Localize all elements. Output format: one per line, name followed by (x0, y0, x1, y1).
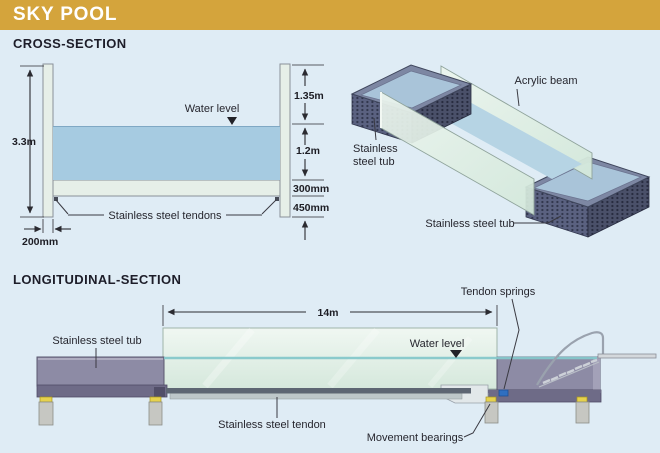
far-tub-label: Stainless steel tub (425, 218, 514, 230)
near-tub-label-line1: Stainless (353, 143, 398, 155)
near-tub-label-line2: steel tub (353, 156, 395, 168)
cross-water-level-callout: Water level (185, 103, 240, 125)
dimension-wall-width: 200mm (22, 219, 71, 248)
tendon-springs-callout: Tendon springs (461, 286, 536, 390)
dimension-right-column: 1.35m 1.2m 300mm 450mm (292, 64, 329, 240)
cross-tendons-label: Stainless steel tendons (108, 210, 222, 222)
iso-far-tub-callout: Stainless steel tub (425, 215, 562, 230)
support-pillars (38, 401, 590, 426)
dim-floor-thickness: 300mm (293, 183, 329, 195)
iso-acrylic-beam-callout: Acrylic beam (515, 75, 578, 107)
left-tub-side (36, 356, 168, 398)
water-level-marker-icon (450, 350, 462, 358)
pool-steps (538, 358, 600, 388)
steel-tendon-bar (166, 388, 471, 394)
tendon-anchors (54, 197, 279, 201)
tendon-callout: Stainless steel tendon (218, 397, 326, 431)
cross-tendons-callout: Stainless steel tendons (55, 199, 277, 222)
tub-wall-right (279, 63, 291, 218)
dim-water-depth: 1.2m (296, 145, 320, 157)
tub-floor-slab (42, 179, 291, 197)
dim-total-height: 3.3m (12, 136, 36, 148)
long-tub-label: Stainless steel tub (52, 335, 141, 347)
cross-water-level-label: Water level (185, 103, 240, 115)
isometric-view: Acrylic beam Stainless steel tub Stainle… (350, 64, 651, 238)
iso-near-tub-callout: Stainless steel tub (353, 117, 398, 168)
cross-section-diagram: CROSS-SECTION 3.3m (12, 36, 329, 248)
water-area (53, 126, 280, 180)
long-water-level-label: Water level (410, 338, 465, 350)
longitudinal-section-heading: LONGITUDINAL-SECTION (13, 272, 181, 287)
dim-span: 14m (317, 307, 338, 319)
dimension-total-height: 3.3m (12, 65, 44, 218)
dim-wall-width: 200mm (22, 236, 58, 248)
water-level-marker-icon (227, 117, 237, 125)
acrylic-panel-front (380, 91, 535, 216)
deck-edge (597, 353, 657, 359)
title-banner: SKY POOL (0, 0, 660, 30)
dim-under-depth: 450mm (293, 202, 329, 214)
tendon-assembly (154, 384, 601, 404)
handrail (536, 331, 605, 386)
left-bearing-bracket (154, 387, 165, 397)
tendon-spring-block (498, 389, 509, 397)
tendon-label: Stainless steel tendon (218, 419, 326, 431)
long-water-level-callout: Water level (410, 338, 465, 358)
acrylic-beam-label: Acrylic beam (515, 75, 578, 87)
long-tub-callout: Stainless steel tub (52, 335, 142, 368)
movement-bearings-label: Movement bearings (367, 432, 464, 444)
cross-section-heading: CROSS-SECTION (13, 36, 127, 51)
dim-freeboard: 1.35m (294, 90, 324, 102)
movement-bearings-callout: Movement bearings (367, 403, 491, 444)
longitudinal-section-diagram: LONGITUDINAL-SECTION (13, 272, 657, 444)
page-title: SKY POOL (13, 4, 118, 25)
dimension-span: 14m (162, 305, 498, 326)
tub-wall-left (42, 63, 54, 218)
tendon-springs-label: Tendon springs (461, 286, 536, 298)
